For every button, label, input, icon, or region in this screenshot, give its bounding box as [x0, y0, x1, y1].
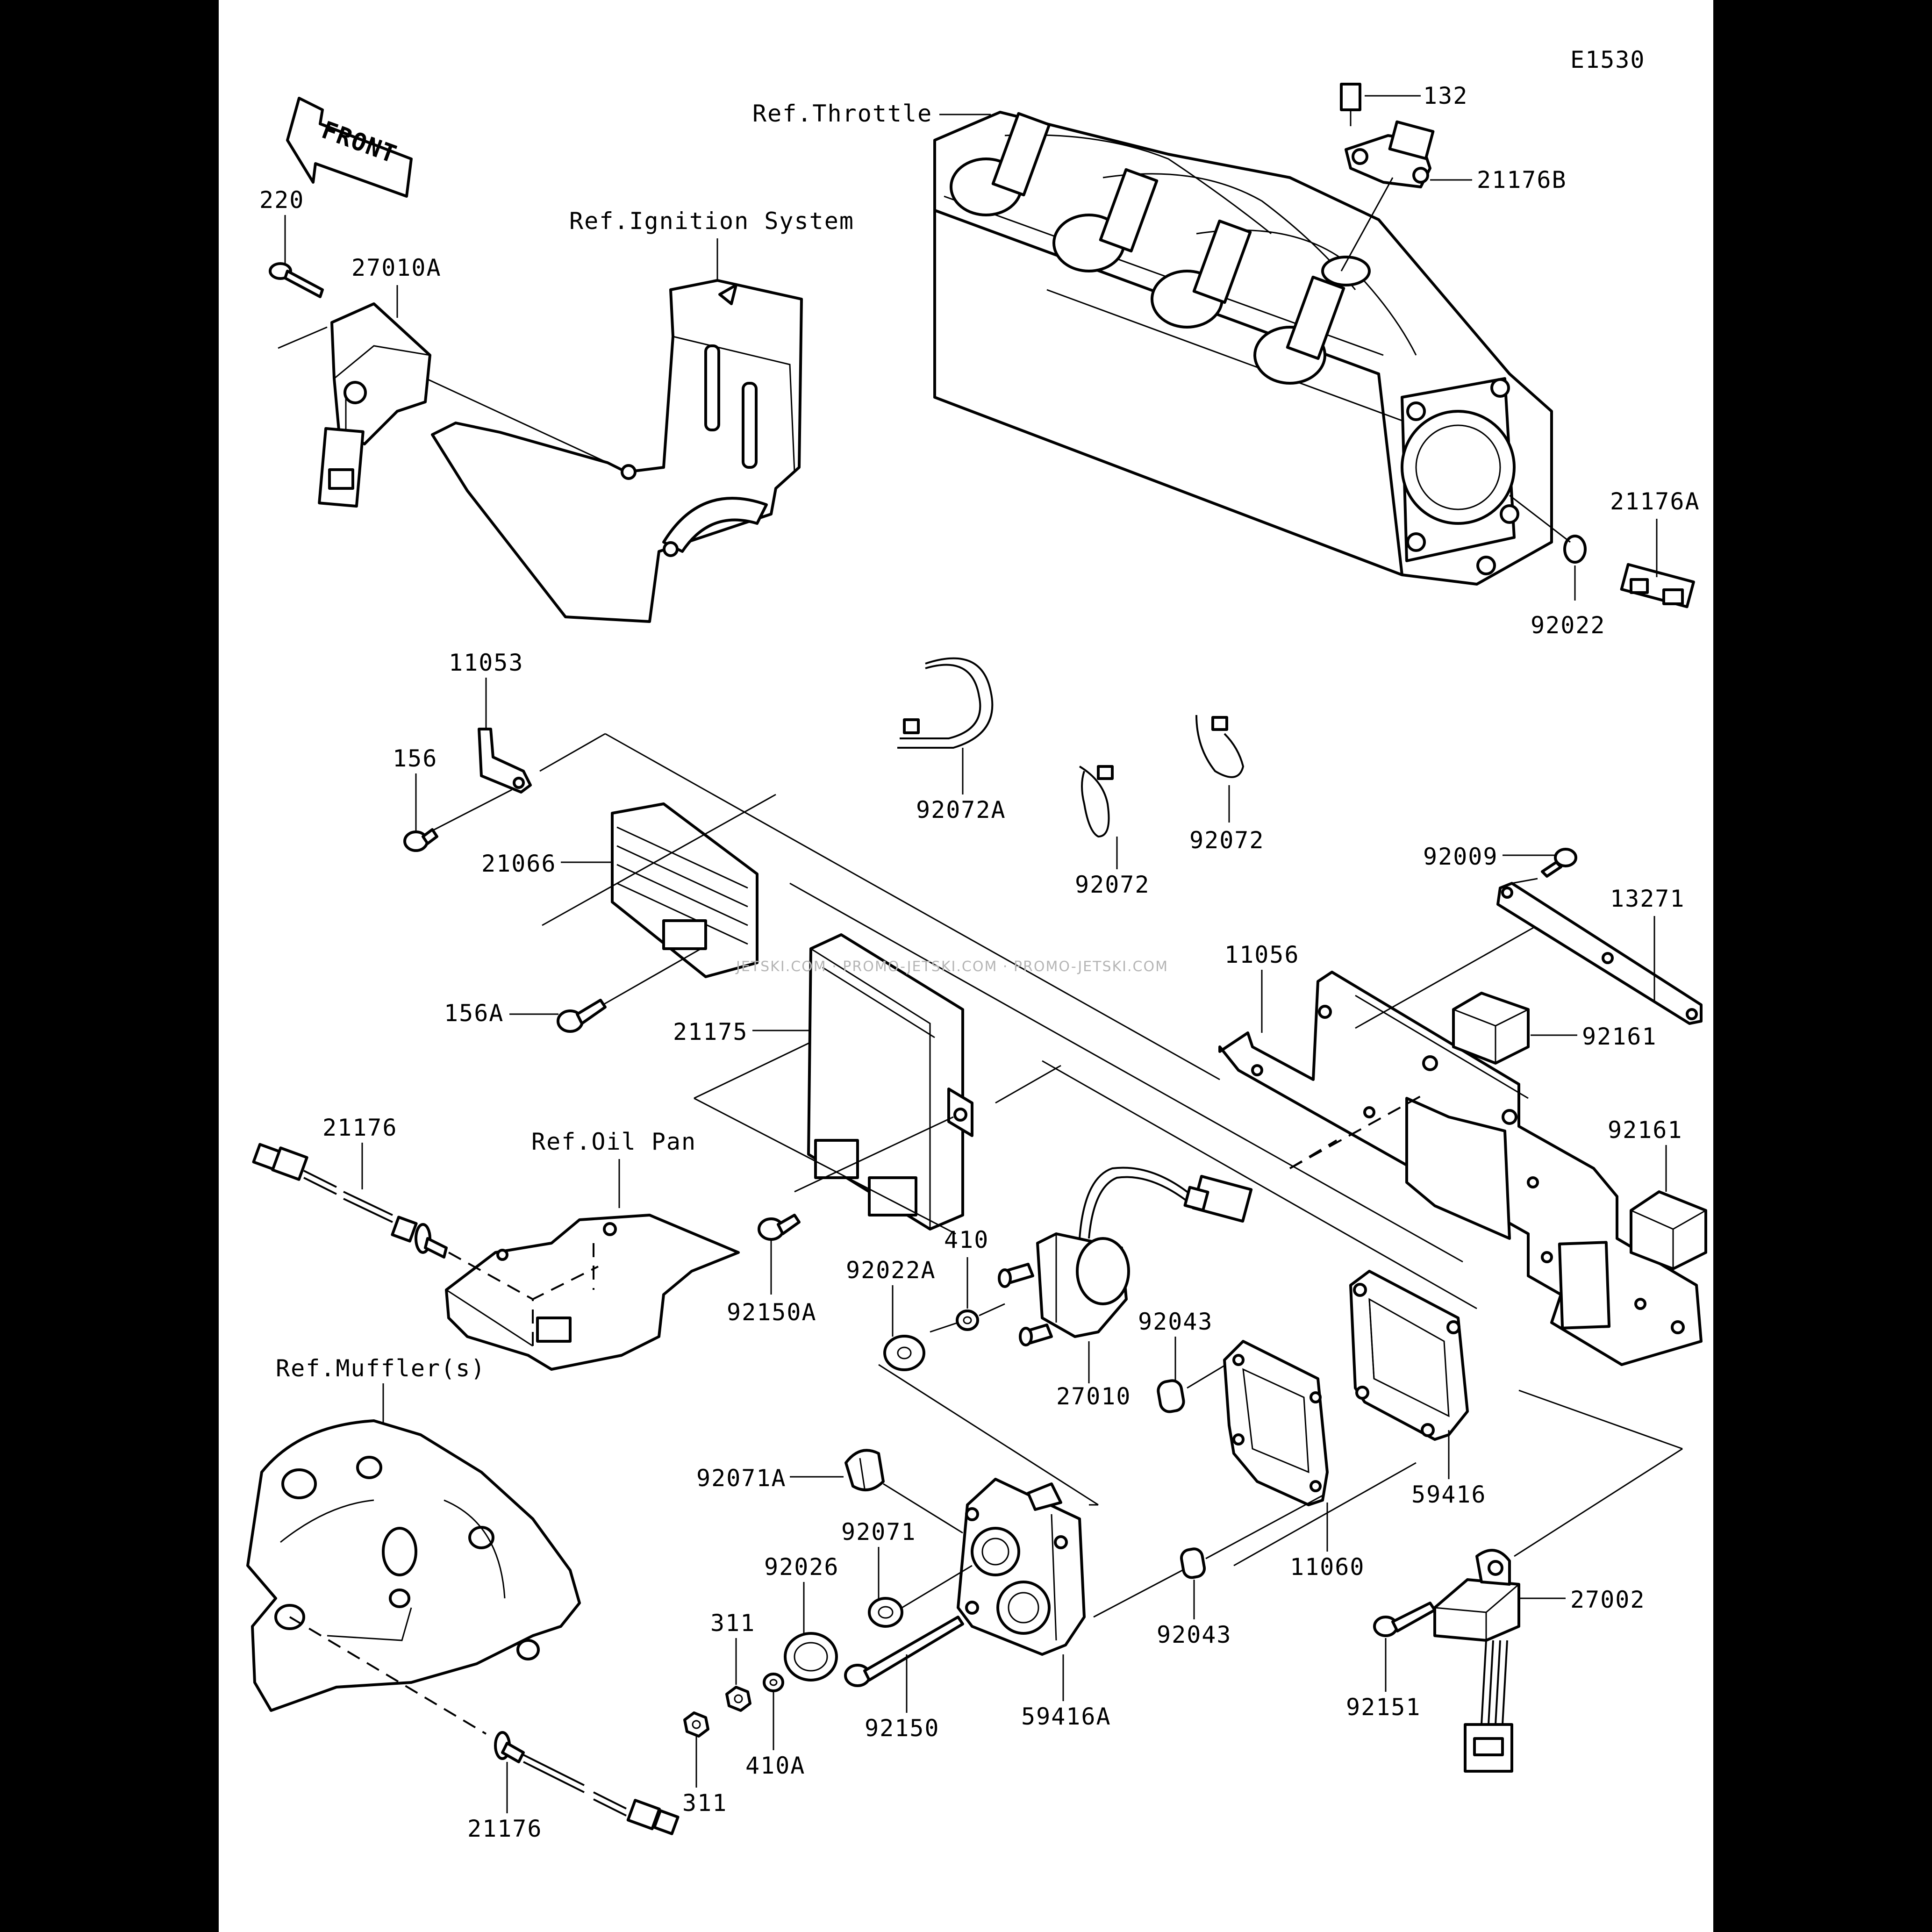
label-59416: 59416 [1411, 1481, 1487, 1508]
label-92072-b: 92072 [1189, 827, 1265, 854]
label-27002: 27002 [1570, 1586, 1646, 1613]
mounting-plate-11056-drawing [1218, 971, 1703, 1366]
label-92022A: 92022A [846, 1257, 936, 1284]
cover-59416-drawing [1349, 1270, 1469, 1441]
dowel-92043-b-drawing [1180, 1547, 1206, 1579]
washer-92022A-drawing [883, 1335, 925, 1371]
label-11060: 11060 [1290, 1553, 1365, 1581]
throttle-body-drawing [933, 111, 1553, 586]
ref-muffler-label: Ref.Muffler(s) [276, 1355, 486, 1382]
label-11056: 11056 [1224, 941, 1300, 968]
sensor-21176A-drawing [1509, 494, 1695, 608]
label-59416A: 59416A [1021, 1703, 1111, 1730]
bolt-220-drawing [269, 262, 324, 298]
label-92072-a: 92072 [1075, 871, 1150, 898]
label-21176-bottom: 21176 [467, 1815, 543, 1842]
front-arrow-icon: FRONT [286, 97, 413, 198]
bracket-11053-drawing [478, 728, 532, 794]
label-92150: 92150 [865, 1715, 940, 1742]
muffler-drawing [246, 1419, 581, 1712]
nut-311-a-drawing [725, 1686, 751, 1712]
bolt-92009-drawing [1541, 848, 1577, 878]
nut-311-b-drawing [683, 1711, 709, 1738]
label-92026: 92026 [764, 1553, 839, 1581]
label-21176-top: 21176 [322, 1114, 398, 1141]
label-92009: 92009 [1423, 843, 1498, 870]
label-410A: 410A [745, 1752, 805, 1779]
ref-throttle-label: Ref.Throttle [752, 100, 932, 127]
label-220: 220 [259, 186, 304, 214]
ref-oil-pan-label: Ref.Oil Pan [531, 1128, 696, 1155]
sensor-21176B-drawing [1340, 83, 1435, 272]
junction-box-59416A-drawing [957, 1478, 1086, 1656]
bolt-156A-drawing [557, 999, 607, 1033]
label-132: 132 [1423, 82, 1468, 109]
ecu-21175-drawing [807, 933, 973, 1231]
sensor-21176-top-drawing [252, 1143, 533, 1300]
label-21066: 21066 [481, 850, 557, 877]
label-311-b: 311 [682, 1789, 727, 1817]
label-92071: 92071 [841, 1518, 916, 1546]
cable-tie-92072A-drawing [897, 657, 994, 794]
label-92043-b: 92043 [1157, 1621, 1232, 1648]
washer-410A-drawing [763, 1673, 784, 1692]
label-27010: 27010 [1056, 1383, 1131, 1410]
gasket-11060-drawing [1223, 1340, 1329, 1506]
label-156A: 156A [444, 1000, 504, 1027]
bolt-92150A-drawing [758, 1214, 801, 1241]
oil-pan-drawing [445, 1214, 740, 1371]
label-92022: 92022 [1531, 612, 1606, 639]
rubber-92161-b-drawing [1630, 1190, 1707, 1270]
label-410: 410 [944, 1226, 989, 1253]
diagram-code: E1530 [1570, 46, 1646, 73]
bolt-156-drawing [403, 828, 438, 852]
grommet-92071-drawing [868, 1597, 903, 1628]
regulator-21066-drawing [611, 802, 758, 978]
label-21176A: 21176A [1610, 488, 1700, 515]
sensor-21176-bottom-drawing [289, 1616, 680, 1835]
bolt-92150-drawing [844, 1616, 964, 1687]
relay-27002-drawing [1433, 1549, 1520, 1773]
label-92071A: 92071A [696, 1465, 787, 1492]
watermark-text: JETSKI.COM · PROMO-JETSKI.COM · PROMO-JE… [735, 959, 1168, 975]
label-92072A: 92072A [916, 796, 1006, 823]
label-92150A: 92150A [727, 1299, 817, 1326]
cable-tie-92072-b-drawing [1195, 715, 1245, 823]
dowel-92043-a-drawing [1157, 1379, 1185, 1413]
label-92161-b: 92161 [1608, 1116, 1683, 1144]
label-92161-a: 92161 [1582, 1023, 1657, 1050]
label-21176B: 21176B [1477, 166, 1567, 193]
plug-92071A-drawing [844, 1449, 885, 1491]
grommet-92026-drawing [784, 1632, 838, 1682]
label-92151: 92151 [1346, 1694, 1421, 1721]
relay-27010A-drawing [318, 302, 431, 508]
label-21175: 21175 [673, 1018, 748, 1045]
washer-410-drawing [956, 1309, 979, 1331]
label-27010A: 27010A [351, 254, 442, 281]
label-156: 156 [393, 745, 437, 772]
rubber-92161-a-drawing [1452, 992, 1530, 1065]
label-92043-a: 92043 [1138, 1308, 1213, 1335]
label-311-a: 311 [710, 1610, 755, 1637]
ref-ignition-label: Ref.Ignition System [569, 208, 854, 235]
starter-relay-27010-drawing [998, 1166, 1253, 1346]
cable-tie-92072-a-drawing [1079, 765, 1118, 869]
label-11053: 11053 [449, 649, 524, 676]
bolt-92151-drawing [1373, 1602, 1436, 1637]
label-13271: 13271 [1610, 885, 1685, 912]
ignition-bracket-drawing [431, 279, 803, 623]
